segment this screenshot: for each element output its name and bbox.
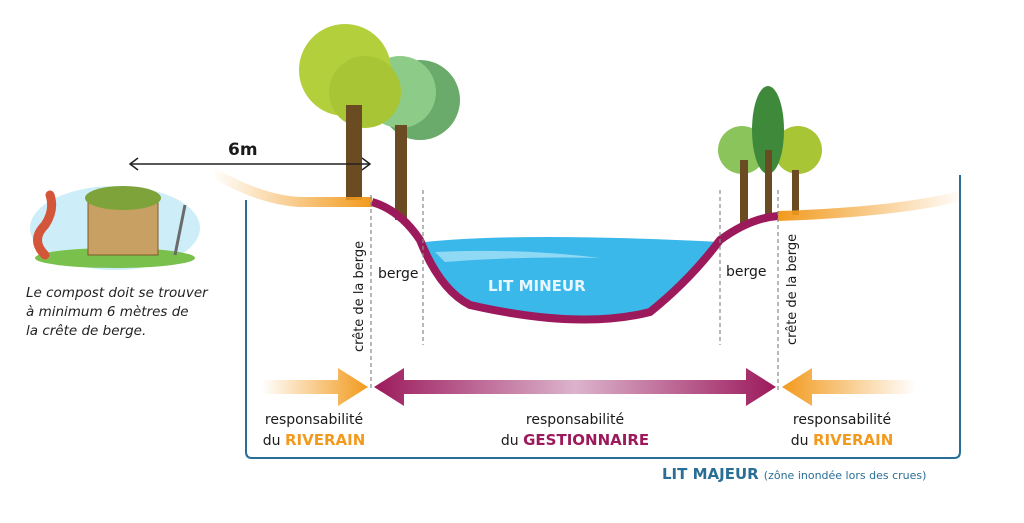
arrow-riverain-right [782, 368, 916, 406]
resp-who: RIVERAIN [812, 431, 894, 449]
resp-gestionnaire: responsabilité du GESTIONNAIRE [490, 410, 660, 451]
resp-prefix: du [500, 433, 519, 449]
boundary-lines [370, 190, 779, 390]
crete-label-left: crête de la berge [352, 240, 367, 352]
berge-label-right: berge [726, 264, 767, 280]
resp-who-line: du GESTIONNAIRE [490, 430, 660, 451]
lit-majeur-subtitle: (zône inondée lors des crues) [763, 469, 927, 482]
trees-right [718, 86, 822, 225]
note-line: la crête de berge. [26, 323, 147, 339]
water-ripple [435, 250, 600, 262]
resp-who-line: du RIVERAIN [784, 430, 900, 451]
compost-note: Le compost doit se trouver à minimum 6 m… [26, 284, 208, 341]
resp-riverain-right: responsabilité du RIVERAIN [784, 410, 900, 451]
compost-illustration [30, 186, 200, 270]
lit-majeur-label: LIT MAJEUR (zône inondée lors des crues) [662, 464, 926, 483]
resp-line: responsabilité [792, 412, 892, 428]
resp-prefix: du [790, 433, 809, 449]
note-line: Le compost doit se trouver [26, 285, 208, 301]
lit-majeur-title: LIT MAJEUR [662, 465, 759, 483]
resp-who: RIVERAIN [284, 431, 366, 449]
note-line: à minimum 6 mètres de [26, 304, 189, 320]
ground-right [777, 190, 967, 221]
lit-mineur-label: LIT MINEUR [488, 277, 586, 295]
lit-majeur-frame [245, 175, 961, 459]
resp-line: responsabilité [525, 412, 625, 428]
crete-label-right: crête de la berge [785, 233, 800, 345]
resp-line: responsabilité [264, 412, 364, 428]
resp-prefix: du [262, 433, 281, 449]
resp-who: GESTIONNAIRE [523, 431, 650, 449]
berge-label-left: berge [378, 266, 419, 282]
ground-left [209, 167, 372, 207]
distance-label: 6m [228, 140, 258, 160]
resp-riverain-left: responsabilité du RIVERAIN [256, 410, 372, 451]
arrow-gestionnaire [374, 368, 776, 406]
trees-left [299, 24, 460, 220]
arrow-riverain-left [262, 368, 368, 406]
resp-who-line: du RIVERAIN [256, 430, 372, 451]
